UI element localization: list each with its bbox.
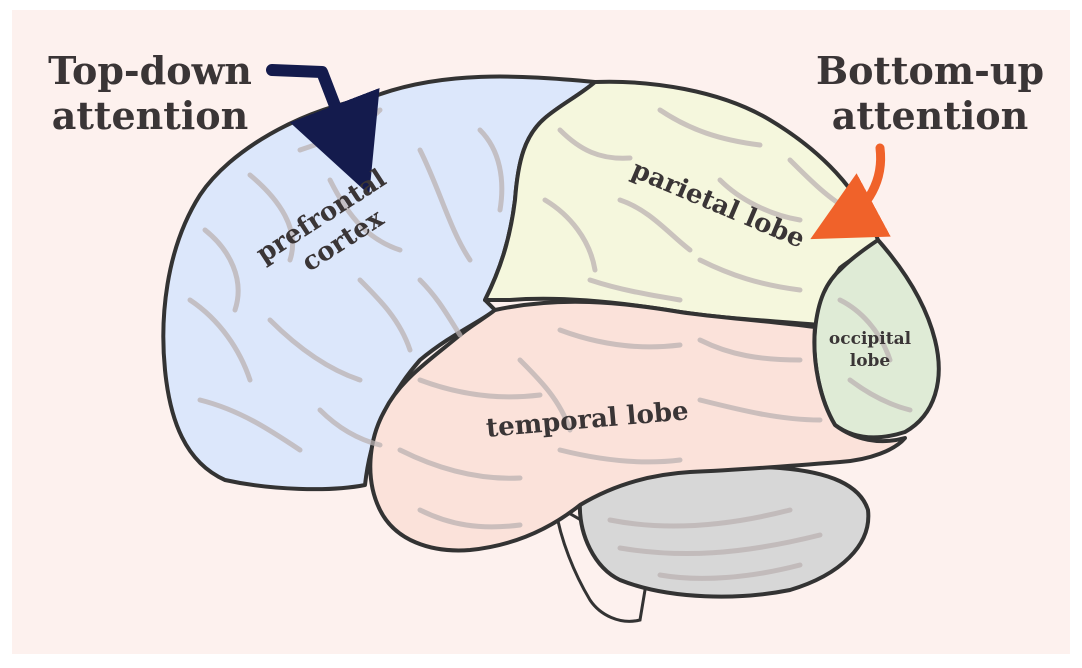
top-down-title-line-2: attention	[52, 93, 249, 138]
occipital-label-line-1: occipital	[829, 329, 912, 349]
top-down-title-line-1: Top-down	[48, 48, 252, 93]
bottom-up-title-line-2: attention	[832, 93, 1029, 138]
occipital-label-line-2: lobe	[850, 351, 891, 371]
bottom-up-title-line-1: Bottom-up	[816, 48, 1044, 93]
